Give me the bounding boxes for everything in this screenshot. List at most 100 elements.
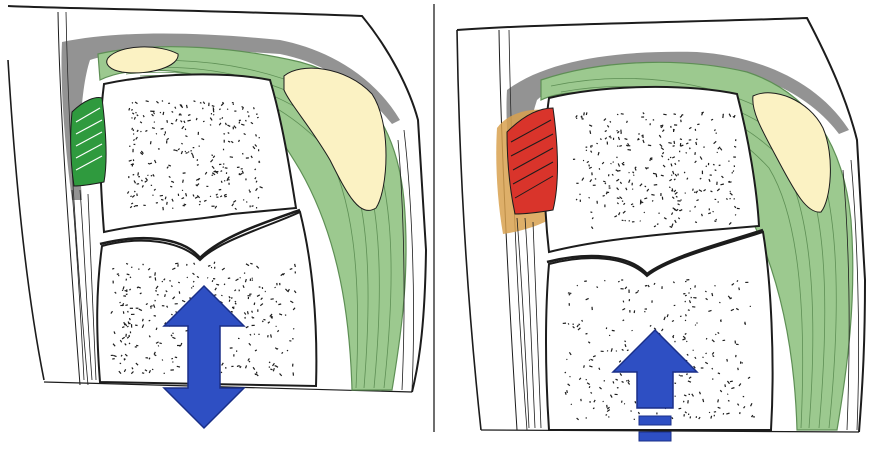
bone-texture-mark [607, 350, 608, 351]
bone-texture-mark [674, 341, 675, 342]
bone-texture-mark [728, 161, 729, 162]
bone-texture-mark [632, 221, 635, 222]
bone-texture-mark [233, 354, 234, 356]
bone-texture-mark [623, 162, 624, 163]
bone-texture-mark [245, 178, 246, 180]
bone-texture-mark [685, 301, 686, 303]
collateral-ligament-green [71, 98, 106, 186]
bone-texture-mark [193, 147, 195, 148]
bone-texture-mark [743, 396, 744, 397]
bone-texture-mark [173, 149, 175, 150]
bone-texture-mark [132, 149, 133, 152]
bone-texture-mark [651, 157, 652, 160]
bone-texture-mark [285, 314, 286, 315]
bone-texture-mark [133, 159, 134, 161]
bone-texture-mark [606, 327, 607, 329]
bone-texture-mark [616, 130, 617, 131]
bone-texture-mark [228, 183, 229, 185]
bone-texture-mark [244, 317, 245, 319]
bone-texture-mark [226, 172, 227, 174]
bone-texture-mark [138, 176, 140, 177]
bone-texture-mark [702, 171, 703, 175]
bone-texture-mark [223, 149, 224, 151]
bone-texture-mark [262, 287, 263, 289]
bone-texture-mark [631, 183, 632, 186]
bone-texture-mark [658, 213, 659, 214]
bone-texture-mark [231, 366, 233, 367]
bone-texture-mark [211, 267, 212, 268]
bone-texture-mark [576, 118, 577, 119]
bone-texture-mark [128, 176, 129, 178]
bone-texture-mark [608, 416, 609, 417]
bone-texture-mark [249, 190, 250, 191]
bone-texture-mark [617, 146, 618, 147]
bone-texture-mark [295, 271, 296, 273]
bone-texture-mark [633, 206, 635, 207]
bone-texture-mark [701, 367, 704, 368]
bone-texture-mark [131, 314, 135, 315]
bone-texture-mark [256, 372, 257, 374]
bone-texture-mark [599, 168, 600, 170]
bone-texture-mark [238, 338, 240, 339]
bone-texture-mark [219, 118, 220, 119]
bone-texture-mark [151, 185, 152, 186]
bone-texture-mark [750, 306, 751, 307]
bone-texture-mark [162, 305, 165, 306]
bone-texture-mark [616, 157, 617, 158]
bone-texture-mark [133, 144, 135, 145]
right-panel-illustration [437, 0, 881, 457]
bone-texture-mark [135, 205, 138, 206]
bone-texture-mark [670, 126, 671, 128]
bone-texture-mark [135, 346, 137, 347]
bone-texture-mark [234, 111, 236, 112]
bone-texture-mark [576, 183, 578, 184]
bone-texture-mark [645, 308, 647, 309]
bone-texture-mark [233, 127, 234, 130]
bone-texture-mark [143, 205, 146, 206]
bone-texture-mark [709, 208, 710, 210]
bone-texture-mark [677, 174, 678, 176]
bone-texture-mark [638, 133, 639, 135]
bone-texture-mark [674, 305, 676, 306]
bone-texture-mark [660, 193, 661, 196]
upper-bone [100, 74, 296, 232]
left-skin-edge [8, 60, 44, 380]
bone-texture-mark [233, 104, 234, 105]
bone-texture-mark [208, 103, 209, 106]
left-panel-illustration [0, 0, 432, 457]
panel-divider [433, 4, 435, 432]
bone-texture-mark [228, 179, 229, 181]
left-skin-edge [457, 30, 481, 430]
bone-texture-mark [604, 380, 605, 381]
bone-texture-mark [691, 297, 692, 298]
bone-texture-mark [182, 190, 183, 191]
bone-texture-mark [740, 361, 741, 363]
bone-texture-mark [154, 300, 155, 302]
bone-texture-mark [224, 140, 225, 143]
bone-texture-mark [269, 366, 270, 367]
bone-texture-mark [688, 414, 689, 415]
subcutaneous-lines-left [72, 190, 96, 380]
bone-texture-mark [185, 151, 186, 152]
bone-texture-mark [246, 157, 249, 158]
bone-texture-mark [735, 139, 736, 141]
bone-texture-mark [745, 282, 748, 283]
bone-texture-mark [613, 138, 614, 140]
bone-texture-mark [621, 279, 623, 280]
bone-texture-mark [249, 191, 251, 192]
bone-texture-mark [292, 338, 294, 339]
bone-texture-mark [634, 419, 636, 420]
bone-texture-mark [131, 324, 132, 328]
bone-texture-mark [629, 310, 630, 313]
bone-texture-mark [569, 303, 570, 306]
bone-texture-mark [252, 325, 255, 326]
bone-texture-mark [236, 350, 237, 351]
bone-texture-mark [641, 116, 644, 117]
bone-texture-mark [258, 334, 259, 335]
bone-texture-mark [677, 200, 680, 201]
bone-texture-mark [168, 103, 170, 104]
bone-texture-mark [165, 131, 166, 133]
bone-texture-mark [111, 355, 114, 356]
bone-texture-mark [129, 146, 130, 147]
